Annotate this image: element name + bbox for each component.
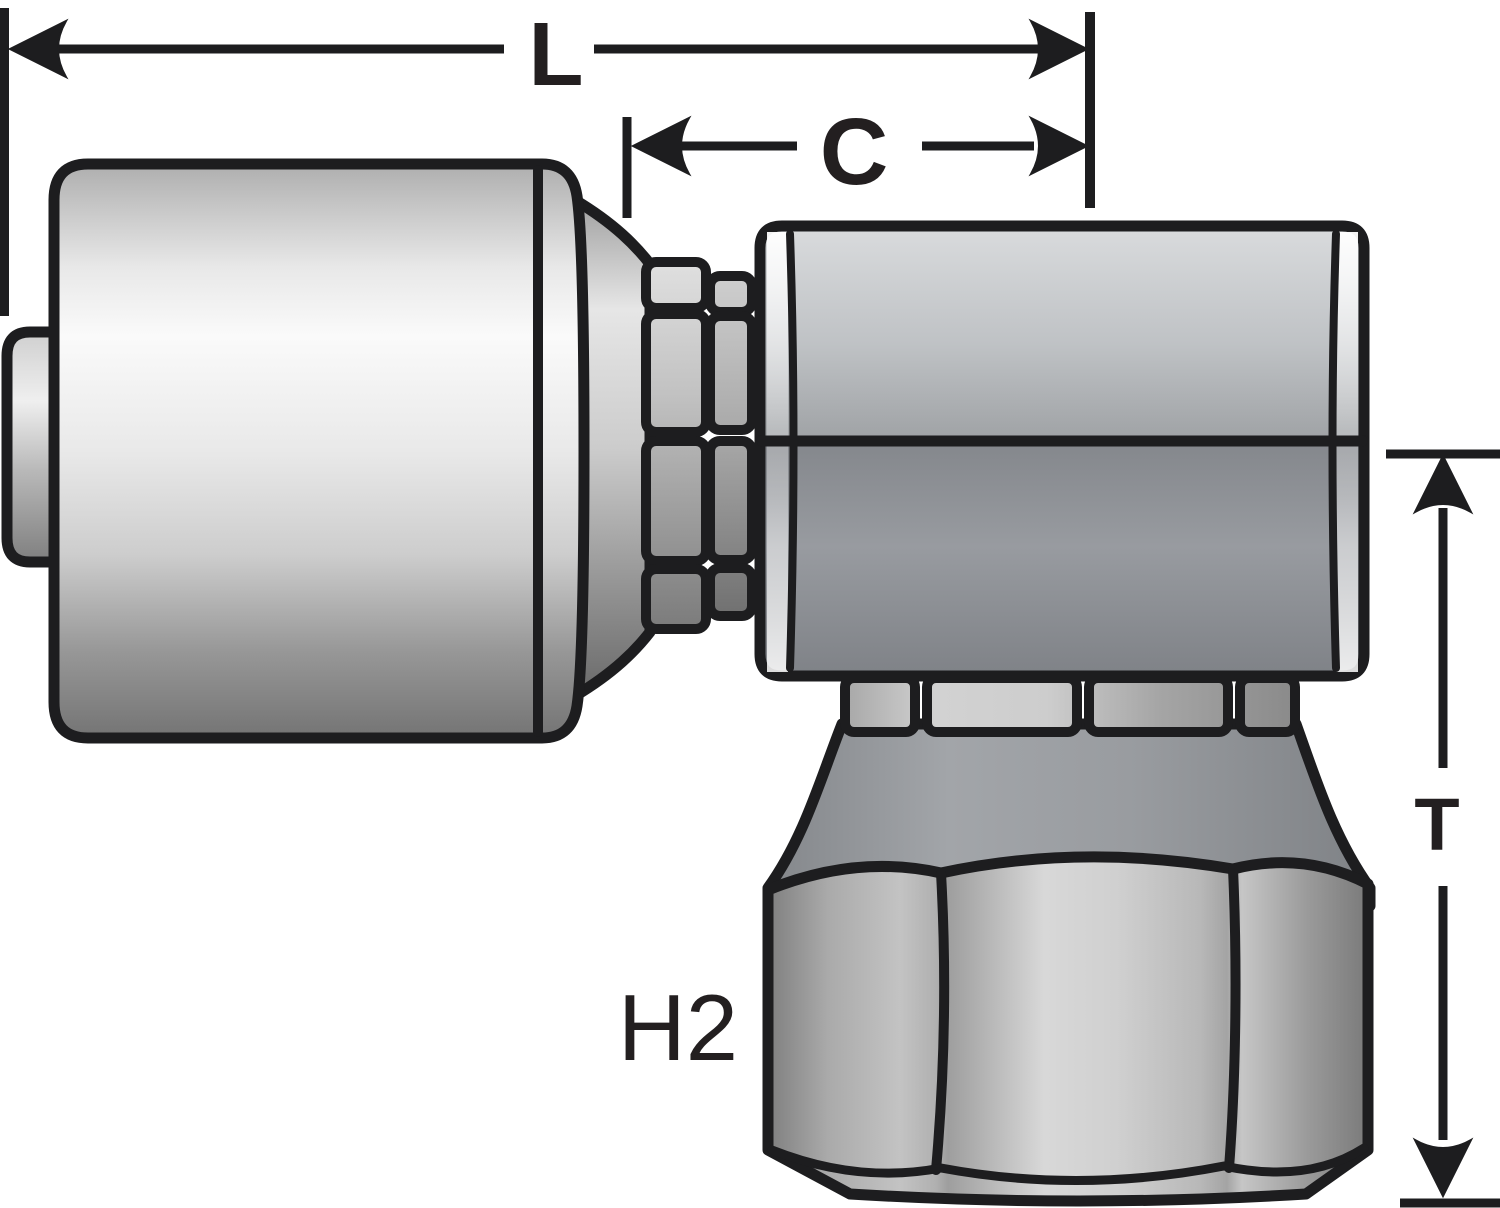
dimension-label-overall-length: L bbox=[529, 5, 584, 105]
t-arrowhead-up bbox=[1412, 453, 1474, 515]
nut-face-edge-right bbox=[1224, 864, 1241, 1173]
dimension-label-cutoff: C bbox=[820, 99, 889, 205]
l-arrowhead-right bbox=[1028, 18, 1090, 80]
collar-rib bbox=[641, 309, 711, 437]
collar-rib bbox=[705, 563, 757, 621]
leg-ribs bbox=[840, 673, 1300, 737]
l-extension-line-left bbox=[0, 8, 9, 316]
hex-inner-line-left bbox=[786, 230, 798, 672]
leg-rib bbox=[922, 673, 1082, 737]
hex-left-highlight bbox=[767, 232, 788, 672]
collar-ribs-outer bbox=[641, 257, 711, 634]
nut-face-edge-left bbox=[931, 868, 950, 1175]
hex-right-highlight bbox=[1336, 232, 1358, 672]
hose-tube-stub bbox=[1, 326, 66, 568]
hex-body-top-flat bbox=[754, 220, 1370, 447]
swivel-nut bbox=[762, 851, 1374, 1207]
collar-rib bbox=[705, 436, 757, 565]
c-arrowhead-right bbox=[1028, 115, 1090, 177]
collar-rib bbox=[641, 564, 711, 634]
part-label-h2: H2 bbox=[618, 975, 738, 1080]
leg-rib bbox=[840, 673, 920, 737]
nut-bottom-chamfer bbox=[767, 1143, 1369, 1186]
collar-rib bbox=[641, 257, 711, 313]
hex-body-mid-flat bbox=[754, 435, 1370, 682]
collar-rib bbox=[641, 436, 711, 566]
t-arrowhead-down bbox=[1412, 1137, 1474, 1199]
crimp-shell bbox=[48, 158, 590, 744]
collar-rib bbox=[705, 311, 757, 435]
hex-inner-line-right bbox=[1328, 230, 1340, 672]
c-arrowhead-left bbox=[630, 115, 692, 177]
leg-rib bbox=[1084, 673, 1233, 737]
collar-rib bbox=[705, 271, 757, 317]
leg-rib bbox=[1235, 673, 1300, 737]
dimension-label-height: T bbox=[1414, 783, 1459, 866]
collar-ribs-inner bbox=[705, 271, 757, 621]
l-arrowhead-left bbox=[7, 18, 69, 80]
dimension-annotations bbox=[0, 8, 1500, 1208]
fitting-body bbox=[1, 158, 1376, 1207]
